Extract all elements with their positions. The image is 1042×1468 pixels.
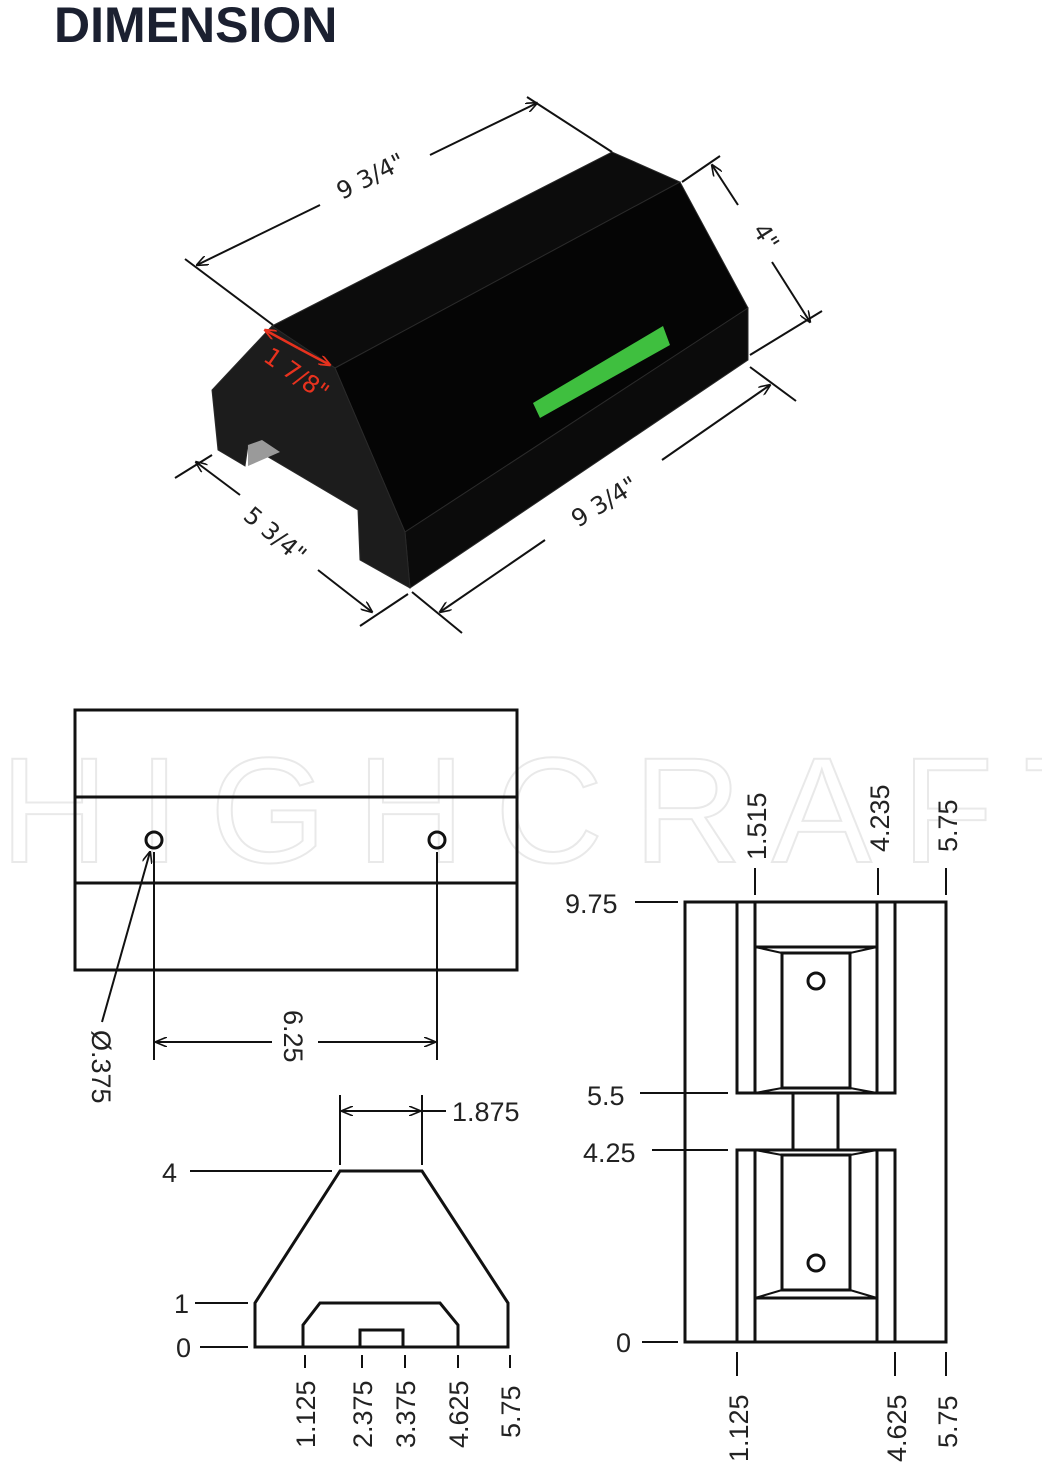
y-label: 0 (616, 1328, 631, 1358)
block-notch (248, 440, 280, 466)
green-stripe (533, 326, 670, 418)
dim-width: 5 3/4" (238, 501, 312, 569)
x-label: 5.75 (496, 1385, 526, 1438)
y-label: 4 (162, 1158, 177, 1188)
mounting-hole (144, 830, 164, 850)
dim-length-top: 9 3/4" (332, 147, 409, 205)
profile-view: 1.875 4 1 0 1.125 2.375 3.375 4.625 5.75 (162, 1095, 526, 1448)
isometric-view: 9 3/4" 4" 9 3/4" 5 3/4" 1 7/8" (174, 96, 823, 634)
y-label: 5.5 (587, 1081, 625, 1111)
dim-hole-spacing: 6.25 (278, 1010, 308, 1063)
mounting-hole (427, 830, 447, 850)
top-view: 9.75 5.5 4.25 0 1.515 4.235 5.75 1.125 4… (565, 784, 963, 1462)
y-label: 9.75 (565, 889, 618, 919)
x-label-top: 1.515 (742, 792, 772, 860)
x-label: 2.375 (348, 1380, 378, 1448)
x-label: 3.375 (391, 1380, 421, 1448)
block-end-face (211, 325, 411, 589)
x-label-bottom: 5.75 (933, 1395, 963, 1448)
y-label: 4.25 (583, 1138, 636, 1168)
x-label: 4.625 (444, 1380, 474, 1448)
page-title: DIMENSION (54, 0, 338, 53)
dim-length-bottom: 9 3/4" (566, 471, 642, 533)
x-label: 1.125 (291, 1380, 321, 1448)
y-label: 0 (176, 1333, 191, 1363)
dim-height: 4" (747, 218, 785, 255)
y-label: 1 (174, 1289, 189, 1319)
mounting-hole (806, 1253, 826, 1273)
dim-hole-diameter: Ø.375 (86, 1030, 116, 1104)
x-label-bottom: 1.125 (724, 1394, 754, 1462)
x-label-top: 5.75 (933, 799, 963, 852)
dim-top-width: 1.875 (452, 1097, 520, 1127)
mounting-hole (806, 971, 826, 991)
watermark-logo: HIGHCRAFT (0, 726, 1042, 894)
x-label-top: 4.235 (865, 784, 895, 852)
x-label-bottom: 4.625 (882, 1394, 912, 1462)
front-view: Ø.375 6.25 (73, 708, 519, 1104)
